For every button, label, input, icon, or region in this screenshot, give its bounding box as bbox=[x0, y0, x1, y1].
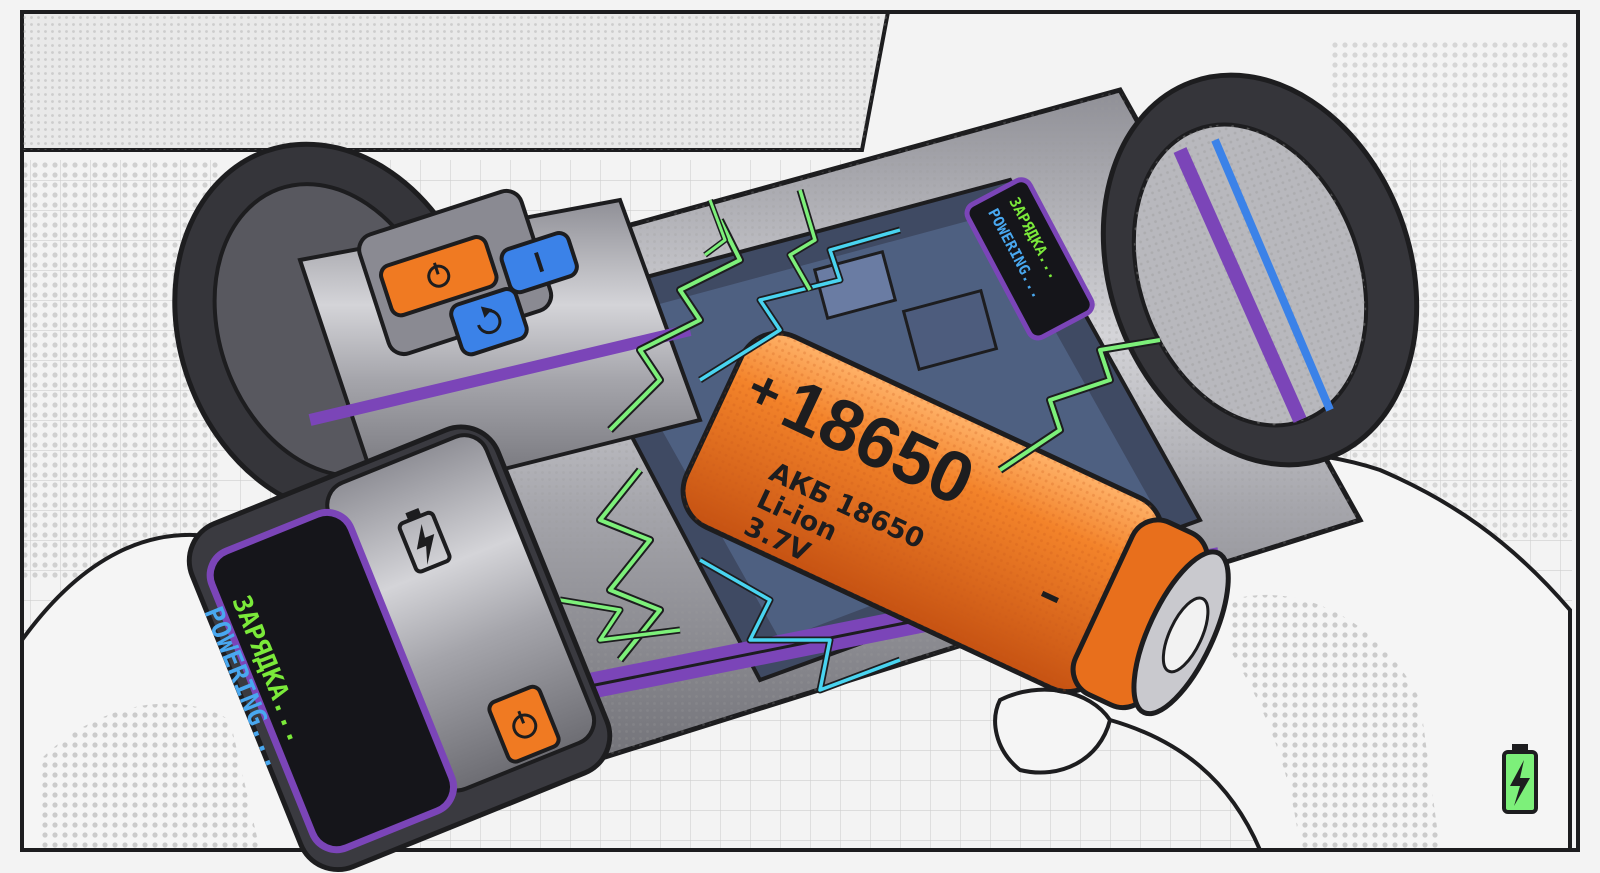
charger-device bbox=[186, 424, 613, 873]
bottom-power-button[interactable] bbox=[487, 684, 561, 764]
refresh-button[interactable] bbox=[449, 286, 530, 357]
minus-icon bbox=[534, 252, 545, 273]
mode-minus-button[interactable] bbox=[499, 230, 579, 295]
caption-box bbox=[20, 10, 891, 152]
battery-bolt-icon bbox=[1502, 744, 1538, 814]
flashlight-head-right bbox=[1100, 72, 1420, 468]
refresh-icon bbox=[477, 309, 502, 335]
battery-18650: + 18650 АКБ 18650 Li-ion 3.7V – bbox=[680, 330, 1231, 717]
battery-charge-icon bbox=[397, 508, 452, 574]
power-button[interactable] bbox=[378, 234, 499, 318]
lcd-display-bottom bbox=[206, 508, 457, 854]
electric-sparks bbox=[559, 188, 1161, 694]
control-panel bbox=[357, 188, 579, 357]
